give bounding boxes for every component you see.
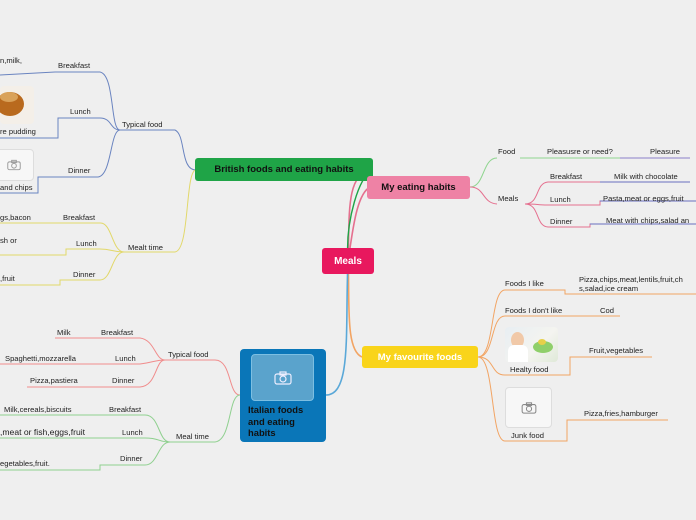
fav-dislike-text: Cod — [600, 306, 614, 315]
italian-typical-breakfast-label: Breakfast — [101, 328, 134, 337]
habits-title: My eating habits — [381, 182, 456, 193]
italian-mealtime-dinner-text: egetables,fruit. — [0, 459, 50, 468]
habits-dinner-label: Dinner — [550, 217, 573, 226]
british-typical-breakfast-text: n,milk, — [0, 56, 22, 65]
british-mealtime-lunch-text: sh or — [0, 236, 17, 245]
habits-food-label: Food — [498, 147, 516, 156]
healthy-food-image — [505, 327, 558, 362]
fav-healthy-label: Healty food — [510, 365, 549, 374]
italian-typical-breakfast-text: Milk — [57, 328, 71, 337]
british-typical-dinner-label: Dinner — [68, 166, 91, 175]
italian-mealtime-dinner-label: Dinner — [120, 454, 143, 463]
fav-junk-label: Junk food — [511, 431, 544, 440]
british-node[interactable]: British foods and eating habits — [195, 158, 373, 181]
italian-typical-dinner-text: Pizza,pastiera — [30, 376, 78, 385]
british-typical-dinner-text: and chips — [0, 183, 33, 192]
center-label: Meals — [334, 255, 362, 267]
italian-node[interactable]: Italian foods and eating habits — [240, 349, 326, 442]
habits-food-answer: Pleasure — [650, 147, 680, 156]
italian-mealtime-breakfast-text: Milk,cereals,biscuits — [4, 405, 72, 414]
fav-healthy-text: Fruit,vegetables — [589, 346, 644, 355]
italian-typical-dinner-label: Dinner — [112, 376, 135, 385]
british-typical-lunch-text: re pudding — [0, 127, 36, 136]
italian-typical-lunch-text: Spaghetti,mozzarella — [5, 354, 76, 363]
british-mealtime-dinner-text: ,fruit — [0, 274, 15, 283]
favourites-node[interactable]: My favourite foods — [362, 346, 478, 368]
habits-breakfast-text: Milk with chocolate — [614, 172, 678, 181]
british-typical-breakfast-label: Breakfast — [58, 61, 91, 70]
camera-icon — [521, 401, 536, 414]
camera-icon — [273, 370, 292, 385]
italian-mealtime-lunch-label: Lunch — [122, 428, 143, 437]
italian-title: Italian foods and eating habits — [248, 404, 304, 438]
italian-mealtime-label: Meal time — [176, 432, 209, 441]
habits-breakfast-label: Breakfast — [550, 172, 583, 181]
fav-dislike-label: Foods I don't like — [505, 306, 563, 315]
british-mealtime-breakfast-label: Breakfast — [63, 213, 96, 222]
italian-mealtime-breakfast-label: Breakfast — [109, 405, 142, 414]
british-mealtime-dinner-label: Dinner — [73, 270, 96, 279]
habits-lunch-label: Lunch — [550, 195, 571, 204]
camera-icon — [7, 159, 21, 171]
fav-like-text-2: s,salad,ice cream — [579, 284, 639, 293]
habits-dinner-text: Meat with chips,salad an — [606, 216, 690, 225]
center-node[interactable]: Meals — [322, 248, 374, 274]
habits-food-question: Pleasusre or need? — [547, 147, 613, 156]
fav-like-text-1: Pizza,chips,meat,lentils,fruit,ch — [579, 275, 683, 284]
habits-lunch-text: Pasta,meat or eggs,fruit — [603, 194, 684, 203]
fav-like-label: Foods I like — [505, 279, 544, 288]
dinner-image-placeholder — [0, 149, 34, 181]
italian-typical-lunch-label: Lunch — [115, 354, 136, 363]
favourites-title: My favourite foods — [377, 351, 463, 363]
british-typical-food-label: Typical food — [122, 120, 163, 129]
habits-node[interactable]: My eating habits — [367, 176, 470, 199]
british-mealtime-label: Mealt time — [128, 243, 164, 252]
british-mealtime-breakfast-text: gs,bacon — [0, 213, 31, 222]
fav-junk-text: Pizza,fries,hamburger — [584, 409, 658, 418]
italian-image-placeholder — [251, 354, 314, 401]
british-title: British foods and eating habits — [214, 164, 354, 175]
junk-food-image-placeholder — [505, 387, 552, 428]
italian-mealtime-lunch-text: ,meat or fish,eggs,fruit — [0, 427, 86, 437]
habits-meals-label: Meals — [498, 194, 519, 203]
pudding-image — [0, 86, 34, 124]
british-mealtime-lunch-label: Lunch — [76, 239, 97, 248]
italian-typical-food-label: Typical food — [168, 350, 209, 359]
british-typical-lunch-label: Lunch — [70, 107, 91, 116]
